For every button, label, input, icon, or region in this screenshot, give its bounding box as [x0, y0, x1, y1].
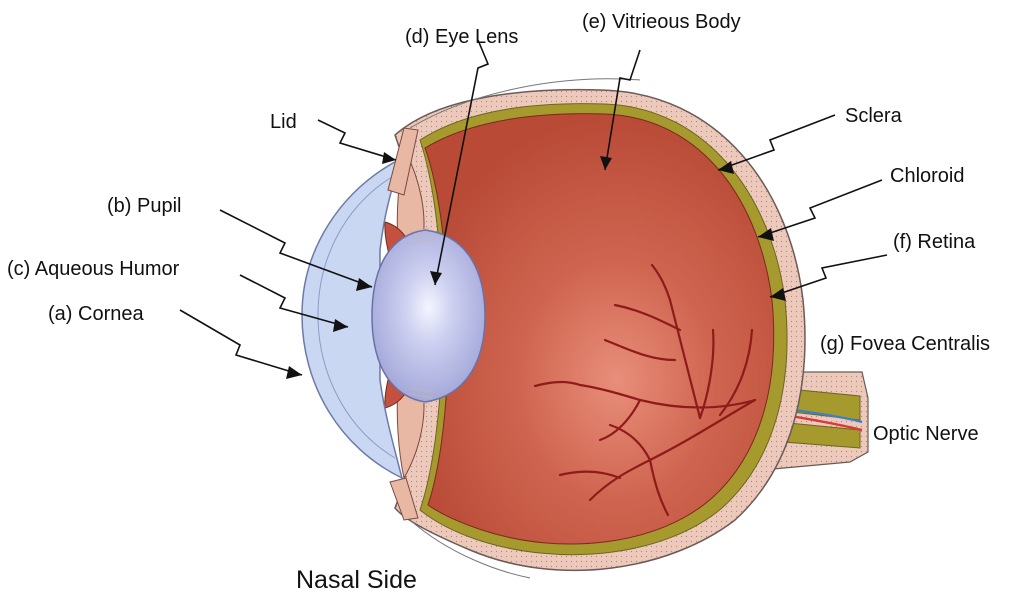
- label-pupil: (b) Pupil: [107, 195, 181, 217]
- label-cornea: (a) Cornea: [48, 303, 144, 325]
- label-lid: Lid: [270, 111, 297, 133]
- label-vitreous-body: (e) Vitrieous Body: [582, 11, 741, 33]
- label-nasal-side: Nasal Side: [296, 566, 417, 592]
- label-fovea-centralis: (g) Fovea Centralis: [820, 333, 990, 355]
- eye-lens: [372, 230, 485, 402]
- label-chloroid: Chloroid: [890, 165, 964, 187]
- label-aqueous-humor: (c) Aqueous Humor: [7, 258, 180, 280]
- label-eye-lens: (d) Eye Lens: [405, 26, 518, 48]
- label-retina: (f) Retina: [893, 231, 976, 253]
- label-optic-nerve: Optic Nerve: [873, 423, 979, 445]
- label-sclera: Sclera: [845, 105, 903, 127]
